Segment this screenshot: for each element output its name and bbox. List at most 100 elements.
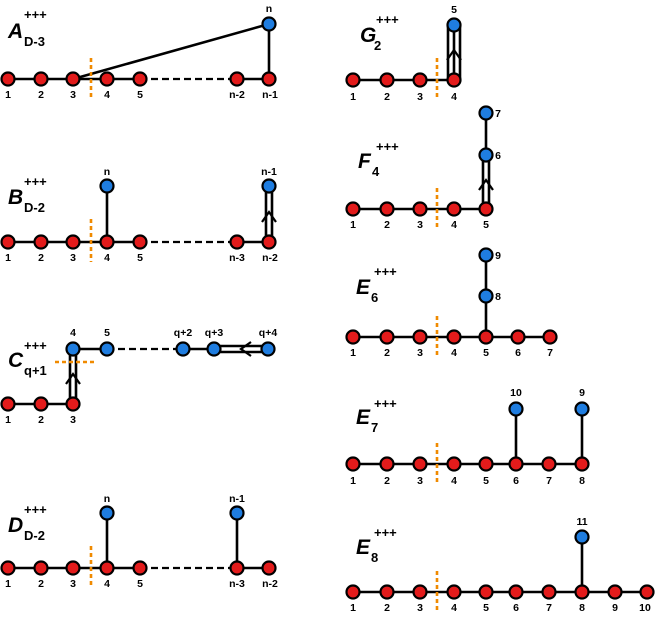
diagram-b: B D-2 +++ 1 2 3 4 5 n-3 n-2 n n-1 — [0, 166, 278, 264]
node-g2-4 — [446, 72, 462, 88]
label-e6-8: 8 — [495, 291, 501, 303]
node-b-n-3 — [229, 234, 245, 250]
label-e7-1: 1 — [350, 475, 356, 487]
label-e8-10: 10 — [639, 602, 651, 614]
label-b-5: 5 — [137, 252, 143, 264]
label-e6-1: 1 — [350, 347, 356, 359]
label-b-n-2: n-2 — [262, 252, 278, 264]
node-e6-9 — [478, 247, 494, 263]
node-e7-7 — [541, 456, 557, 472]
node-b-n — [99, 178, 115, 194]
node-b-1 — [0, 234, 16, 250]
node-e7-6 — [508, 456, 524, 472]
label-e8-5: 5 — [483, 602, 489, 614]
node-e6-4 — [446, 329, 462, 345]
title-f4-letter: F — [358, 150, 372, 173]
node-e6-1 — [345, 329, 361, 345]
diagram-e7: E 7 +++ 1 2 3 4 5 6 7 8 9 10 — [345, 387, 590, 487]
title-e8-sub: 8 — [371, 550, 378, 565]
label-g2-5: 5 — [451, 4, 457, 16]
node-c-1 — [0, 396, 16, 412]
title-c-sub: q+1 — [24, 363, 47, 378]
diagram-g2: G 2 +++ 1 2 3 4 5 — [345, 4, 462, 103]
title-a-sub: D-3 — [24, 34, 45, 49]
label-f4-5: 5 — [483, 219, 489, 231]
title-e6-sub: 6 — [371, 290, 378, 305]
label-e6-7: 7 — [547, 347, 553, 359]
label-a-3: 3 — [70, 89, 76, 101]
label-a-5: 5 — [137, 89, 143, 101]
title-e8-sup: +++ — [374, 525, 397, 540]
label-d-3: 3 — [70, 578, 76, 590]
node-e7-4 — [446, 456, 462, 472]
node-a-3 — [65, 71, 81, 87]
node-e8-2 — [379, 584, 395, 600]
label-e8-2: 2 — [384, 602, 390, 614]
label-d-5: 5 — [137, 578, 143, 590]
node-a-5 — [132, 71, 148, 87]
label-b-n-3: n-3 — [229, 252, 245, 264]
node-d-1 — [0, 560, 16, 576]
node-e6-6 — [510, 329, 526, 345]
node-d-n-1 — [229, 505, 245, 521]
node-f4-2 — [379, 201, 395, 217]
title-e7-sup: +++ — [374, 396, 397, 411]
node-e6-7 — [542, 329, 558, 345]
label-e7-8: 8 — [579, 475, 585, 487]
diagram-e8: E 8 +++ 1 2 3 4 5 6 7 8 9 10 11 — [345, 516, 655, 614]
label-d-n-2: n-2 — [262, 578, 278, 590]
node-e8-11 — [574, 529, 590, 545]
label-e8-3: 3 — [417, 602, 423, 614]
title-d-letter: D — [8, 514, 23, 537]
node-a-n — [261, 16, 277, 32]
node-e6-5 — [478, 329, 494, 345]
node-e7-3 — [412, 456, 428, 472]
label-c-q+4: q+4 — [259, 327, 278, 339]
label-a-n-2: n-2 — [229, 89, 245, 101]
title-f4-sup: +++ — [376, 139, 399, 154]
node-e8-6 — [508, 584, 524, 600]
label-f4-6: 6 — [495, 150, 501, 162]
label-d-4: 4 — [104, 578, 110, 590]
label-f4-2: 2 — [384, 219, 390, 231]
title-e6-letter: E — [356, 276, 371, 299]
label-f4-7: 7 — [495, 108, 501, 120]
node-f4-1 — [345, 201, 361, 217]
title-e7-sub: 7 — [371, 420, 378, 435]
label-c-q+2: q+2 — [174, 327, 193, 339]
node-g2-3 — [412, 72, 428, 88]
label-e6-9: 9 — [495, 250, 501, 262]
node-d-n-3 — [229, 560, 245, 576]
label-a-1: 1 — [5, 89, 11, 101]
node-e8-1 — [345, 584, 361, 600]
title-g2-sup: +++ — [376, 12, 399, 27]
node-f4-3 — [412, 201, 428, 217]
node-e8-7 — [541, 584, 557, 600]
title-b-letter: B — [8, 186, 23, 209]
node-c-q+2 — [175, 341, 191, 357]
label-f4-4: 4 — [451, 219, 457, 231]
title-e6-sup: +++ — [374, 264, 397, 279]
label-c-1: 1 — [5, 414, 11, 426]
label-c-3: 3 — [70, 414, 76, 426]
title-e7-letter: E — [356, 406, 371, 429]
label-e8-11: 11 — [576, 516, 587, 528]
label-g2-4: 4 — [451, 91, 457, 103]
node-g2-5 — [446, 17, 462, 33]
label-e8-7: 7 — [546, 602, 552, 614]
node-b-2 — [33, 234, 49, 250]
title-a-letter: A — [7, 20, 23, 43]
node-e7-5 — [478, 456, 494, 472]
label-a-n: n — [266, 3, 272, 15]
node-e8-8 — [574, 584, 590, 600]
node-a-4 — [99, 71, 115, 87]
node-b-5 — [132, 234, 148, 250]
node-e6-3 — [412, 329, 428, 345]
node-e6-8 — [478, 288, 494, 304]
node-b-4 — [99, 234, 115, 250]
label-b-n: n — [104, 166, 110, 178]
label-e7-5: 5 — [483, 475, 489, 487]
label-d-n: n — [104, 493, 110, 505]
node-c-q+3 — [206, 341, 222, 357]
label-g2-2: 2 — [384, 91, 390, 103]
